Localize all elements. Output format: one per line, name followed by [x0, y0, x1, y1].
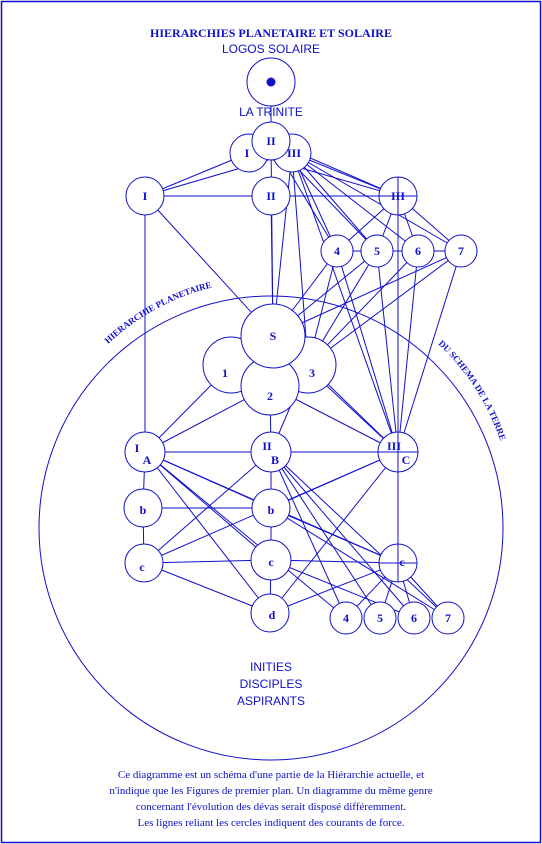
edge-a1-bm [144, 451, 272, 509]
node-r6 [401, 234, 435, 268]
node-r7 [444, 234, 478, 268]
node-label-c1: III [387, 439, 401, 453]
node-label-l7: 7 [445, 611, 451, 625]
node-b1 [250, 431, 292, 473]
node-l4 [329, 601, 363, 635]
node-m2 [251, 176, 291, 216]
level-inities: INITIES [250, 660, 292, 674]
node-label-t3: III [287, 146, 301, 160]
diagram-title: HIERARCHIES PLANETAIRE ET SOLAIRE [150, 26, 392, 40]
node-label-t2: II [266, 134, 276, 148]
edge-c1-bm [270, 451, 399, 509]
level-aspirants: ASPIRANTS [237, 694, 305, 708]
node-label-r5: 5 [374, 244, 380, 258]
node-label-b1: II [262, 439, 272, 453]
node-label-cm: c [268, 555, 274, 569]
node-label-a1: I [135, 441, 140, 455]
node-label-bm: b [268, 503, 275, 517]
node-label-l4: 4 [343, 611, 349, 625]
planetary-circle [38, 295, 504, 761]
edge-t3-r7 [291, 152, 462, 252]
node-t2 [251, 121, 291, 161]
node-label-r6: 6 [415, 244, 421, 258]
edge-cl-d [143, 562, 271, 614]
edge-bm-l7 [270, 507, 449, 619]
node-l7 [431, 601, 465, 635]
logos-center-dot [266, 77, 276, 87]
node-label-cl: c [139, 560, 145, 574]
node-r4 [320, 234, 354, 268]
edge-c1-d [269, 451, 399, 614]
caption-line-2: n'indique que les Figures de premier pla… [109, 785, 432, 797]
edge-a1-cm [144, 451, 272, 561]
node-label-s: S [270, 329, 277, 343]
node-bm [251, 488, 291, 528]
trinity-label: LA TRINITE [239, 105, 303, 119]
edge-b1-l4 [270, 451, 347, 619]
edge-t3-r6 [291, 152, 419, 252]
arc-label-right-text: DU SCHEMA DE LA TERRE [437, 338, 508, 442]
node-s [240, 303, 306, 369]
level-disciples: DISCIPLES [240, 677, 303, 691]
node-label-s2: 2 [267, 389, 273, 403]
arc-label-left-text: HIERARCHIE PLANETAIRE [103, 280, 213, 346]
logos-label: LOGOS SOLAIRE [222, 42, 320, 56]
edge-r7-c1 [397, 250, 462, 453]
node-label-l5: 5 [377, 611, 383, 625]
caption-line-1: Ce diagramme est un schéma d'une partie … [118, 769, 424, 781]
caption-line-3: concernant l'évolution des dévas serait … [136, 801, 407, 813]
node-bl [123, 488, 163, 528]
node-label-l6: 6 [411, 611, 417, 625]
node-l5 [363, 601, 397, 635]
node-cl [124, 543, 164, 583]
edge-t2-s [270, 140, 274, 337]
arc-label-left: HIERARCHIE PLANETAIRE [103, 280, 213, 346]
node-label-r7: 7 [458, 244, 464, 258]
node-label-m1: I [143, 189, 148, 203]
node-label-m2: II [266, 189, 276, 203]
node-cm [250, 539, 292, 581]
node-a1 [124, 431, 166, 473]
caption-line-4: Les lignes reliant les cercles indiquent… [138, 817, 405, 829]
edge-t3-c1 [291, 152, 399, 453]
node-label-a1b: A [143, 453, 152, 467]
node-d [250, 593, 290, 633]
edge-r6-c1 [397, 250, 419, 453]
edge-r7-s [272, 250, 462, 337]
edge-r4-c1 [336, 250, 399, 453]
node-label-s3: 3 [309, 366, 315, 380]
edge-r5-c1 [376, 250, 399, 453]
node-label-r4: 4 [334, 244, 340, 258]
edge-t3-s3 [291, 152, 309, 366]
edge-bm-cr [270, 507, 399, 564]
node-m1 [125, 176, 165, 216]
edge-r7-s3 [307, 250, 462, 366]
edge-b1-l6 [270, 451, 415, 619]
node-label-c1b: C [402, 453, 411, 467]
edge-t3-r5 [291, 152, 378, 252]
node-label-bl: b [140, 503, 147, 517]
edge-cr-d [269, 562, 399, 614]
node-label-d: d [269, 608, 276, 622]
edge-cl-cm [143, 559, 272, 564]
edge-a1-l4 [144, 451, 347, 619]
arc-label-right: DU SCHEMA DE LA TERRE [437, 338, 508, 442]
node-label-s1: 1 [222, 366, 228, 380]
node-label-cr: c [399, 555, 405, 569]
node-label-m3: III [391, 189, 405, 203]
node-label-t1: I [245, 146, 250, 160]
node-r5 [360, 234, 394, 268]
edge-b1-l5 [270, 451, 381, 619]
node-label-b1b: B [271, 453, 279, 467]
edge-cm-cr [270, 559, 399, 564]
node-l6 [397, 601, 431, 635]
edge-a1-d [144, 451, 271, 614]
edge-b1-l7 [270, 451, 449, 619]
